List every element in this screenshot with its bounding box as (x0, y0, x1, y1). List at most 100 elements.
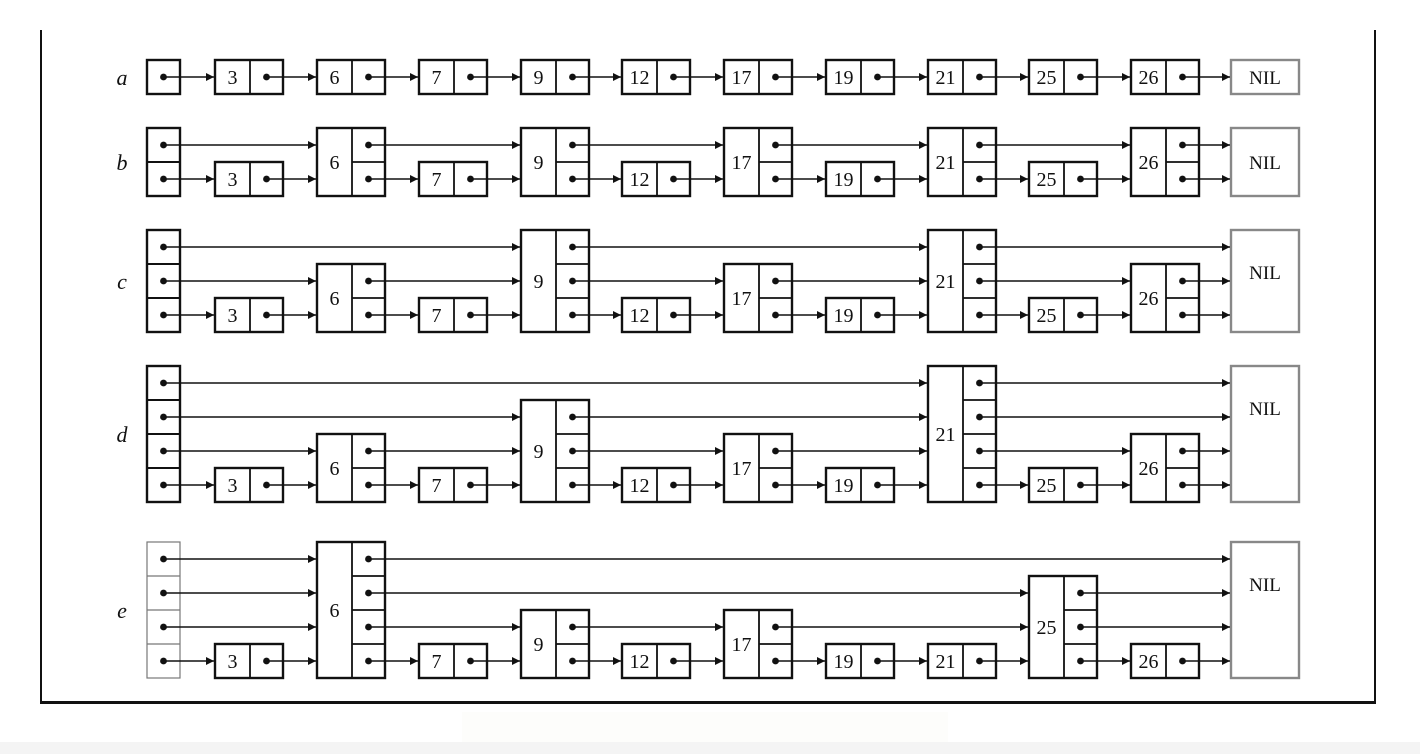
bottom-strip (0, 742, 1420, 754)
node-key: 6 (330, 152, 340, 174)
nil-box (1229, 540, 1301, 680)
node-key: 9 (534, 441, 544, 463)
node-key: 17 (732, 288, 752, 310)
node-box (1129, 432, 1201, 504)
node-key: 7 (432, 169, 442, 191)
node-key: 17 (732, 458, 752, 480)
node-key: 19 (834, 305, 854, 327)
node-key: 6 (330, 600, 340, 622)
list-node: 26 (1129, 262, 1201, 334)
skiplist-row-c: c 3 6 7 9 12 17 19 21 25 26 NIL (117, 228, 1301, 334)
node-key: 21 (936, 67, 956, 89)
node-key: 26 (1139, 458, 1159, 480)
node-key: 12 (630, 169, 650, 191)
node-key: 25 (1037, 475, 1057, 497)
list-node: 6 (315, 126, 387, 198)
nil-node: NIL (1229, 540, 1301, 680)
node-key: 3 (228, 67, 238, 89)
nil-node: NIL (1229, 126, 1301, 198)
list-node: 6 (315, 540, 387, 680)
list-node: 7 (417, 296, 489, 334)
node-key: 9 (534, 152, 544, 174)
node-key: 12 (630, 651, 650, 673)
row-label: b (117, 150, 128, 175)
list-node: 19 (824, 296, 896, 334)
skiplist-row-b: b 3 6 7 9 12 17 19 21 25 26 NIL (117, 126, 1301, 198)
node-key: 25 (1037, 617, 1057, 639)
node-key: 3 (228, 475, 238, 497)
node-key: 3 (228, 305, 238, 327)
nil-label: NIL (1249, 153, 1281, 174)
node-box (315, 262, 387, 334)
node-key: 3 (228, 169, 238, 191)
nil-node: NIL (1229, 228, 1301, 334)
node-key: 25 (1037, 305, 1057, 327)
nil-label: NIL (1249, 575, 1281, 596)
list-node: 26 (1129, 126, 1201, 198)
row-label: e (117, 598, 127, 623)
list-node: 3 (213, 58, 285, 96)
node-key: 21 (936, 271, 956, 293)
list-node: 17 (722, 608, 794, 680)
list-node: 25 (1027, 58, 1099, 96)
list-node: 17 (722, 126, 794, 198)
node-key: 17 (732, 152, 752, 174)
nil-box (1229, 58, 1301, 96)
node-key: 19 (834, 169, 854, 191)
list-node: 7 (417, 466, 489, 504)
list-node: 6 (315, 432, 387, 504)
row-label: c (117, 269, 127, 294)
node-key: 9 (534, 634, 544, 656)
node-key: 25 (1037, 169, 1057, 191)
node-key: 7 (432, 475, 442, 497)
nil-label: NIL (1249, 263, 1281, 284)
list-node: 21 (926, 126, 998, 198)
node-key: 17 (732, 67, 752, 89)
node-key: 3 (228, 651, 238, 673)
nil-box (1229, 126, 1301, 198)
nil-label: NIL (1249, 68, 1281, 89)
node-key: 12 (630, 475, 650, 497)
node-key: 9 (534, 271, 544, 293)
node-key: 26 (1139, 67, 1159, 89)
list-node: 26 (1129, 432, 1201, 504)
node-key: 9 (534, 67, 544, 89)
node-key: 26 (1139, 152, 1159, 174)
node-key: 25 (1037, 67, 1057, 89)
node-key: 7 (432, 651, 442, 673)
node-key: 6 (330, 458, 340, 480)
list-node: 17 (722, 262, 794, 334)
list-node: 25 (1027, 296, 1099, 334)
node-key: 17 (732, 634, 752, 656)
skiplist-row-d: d 3 6 7 9 12 17 19 21 25 26 NIL (117, 364, 1301, 504)
node-box (824, 296, 896, 334)
node-key: 6 (330, 288, 340, 310)
nil-box (1229, 228, 1301, 334)
list-node: 9 (519, 608, 591, 680)
node-key: 26 (1139, 288, 1159, 310)
node-key: 19 (834, 67, 854, 89)
node-key: 12 (630, 305, 650, 327)
node-key: 19 (834, 651, 854, 673)
node-key: 26 (1139, 651, 1159, 673)
row-label: d (117, 422, 129, 447)
list-node: 21 (926, 364, 998, 504)
node-key: 21 (936, 152, 956, 174)
node-key: 6 (330, 67, 340, 89)
list-node: 9 (519, 126, 591, 198)
faint-region (462, 712, 948, 742)
nil-label: NIL (1249, 399, 1281, 420)
list-node: 6 (315, 262, 387, 334)
nil-box (1229, 364, 1301, 504)
node-box (722, 608, 794, 680)
nil-node: NIL (1229, 364, 1301, 504)
row-label: a (117, 65, 128, 90)
node-key: 7 (432, 67, 442, 89)
node-key: 19 (834, 475, 854, 497)
node-key: 7 (432, 305, 442, 327)
node-key: 21 (936, 424, 956, 446)
